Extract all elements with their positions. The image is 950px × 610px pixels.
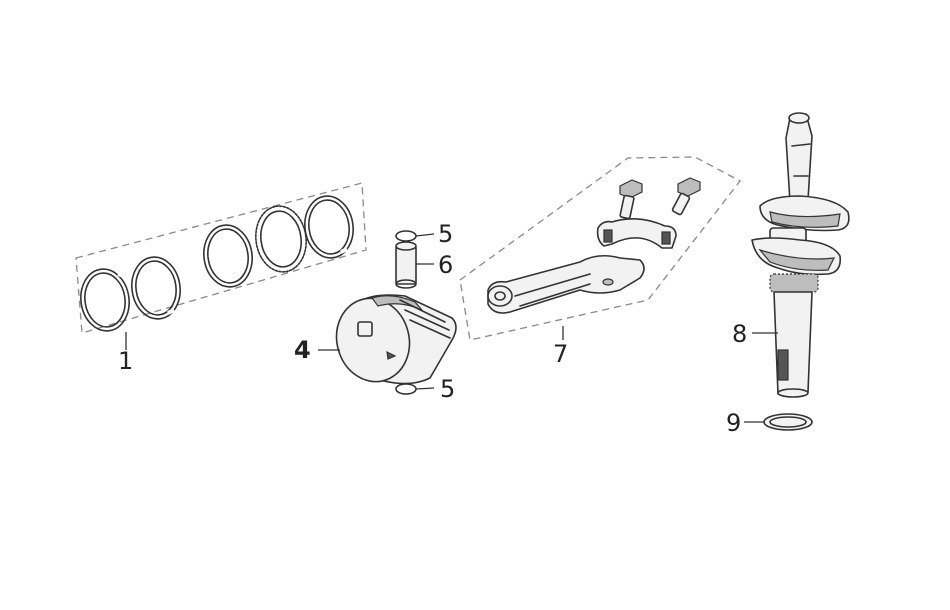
piston-pin (395, 241, 434, 289)
crankshaft-taper-end (785, 113, 813, 203)
callout-4: 4 (294, 336, 311, 364)
crankshaft-washer (744, 413, 813, 431)
conrod-small-end (487, 285, 513, 307)
piston-ring-5 (304, 195, 354, 259)
leader-5-lower (415, 387, 435, 390)
piston-ring-3 (203, 224, 253, 288)
callout-8: 8 (732, 320, 747, 348)
connecting-rod-assembly (459, 156, 741, 341)
callout-1: 1 (118, 347, 133, 375)
leader-5-upper (415, 233, 435, 237)
piston-ring-set (75, 182, 367, 350)
circlip-lower (395, 383, 435, 395)
callout-6: 6 (438, 251, 453, 279)
conrod-bolt-1 (619, 179, 643, 220)
ring-set-dashed-outline (75, 182, 367, 334)
direction-arrow-mark (386, 350, 397, 360)
conrod-cap (596, 218, 677, 249)
pin-boss (357, 321, 373, 337)
piston (318, 294, 457, 385)
oil-control-ring (255, 205, 307, 273)
conrod-bolt-2 (671, 177, 701, 216)
circlip-upper (395, 230, 435, 242)
callout-7: 7 (553, 340, 568, 368)
callout-5-upper: 5 (438, 220, 453, 248)
piston-ring-2 (131, 256, 181, 320)
crankshaft (751, 112, 850, 398)
timing-gear (769, 273, 819, 293)
callout-9: 9 (726, 409, 741, 437)
callout-5-lower: 5 (440, 375, 455, 403)
conrod-beam (487, 254, 645, 314)
piston-ring-1 (80, 268, 130, 332)
piston-crown-face (335, 297, 411, 383)
conrod-dashed-outline (459, 156, 741, 341)
